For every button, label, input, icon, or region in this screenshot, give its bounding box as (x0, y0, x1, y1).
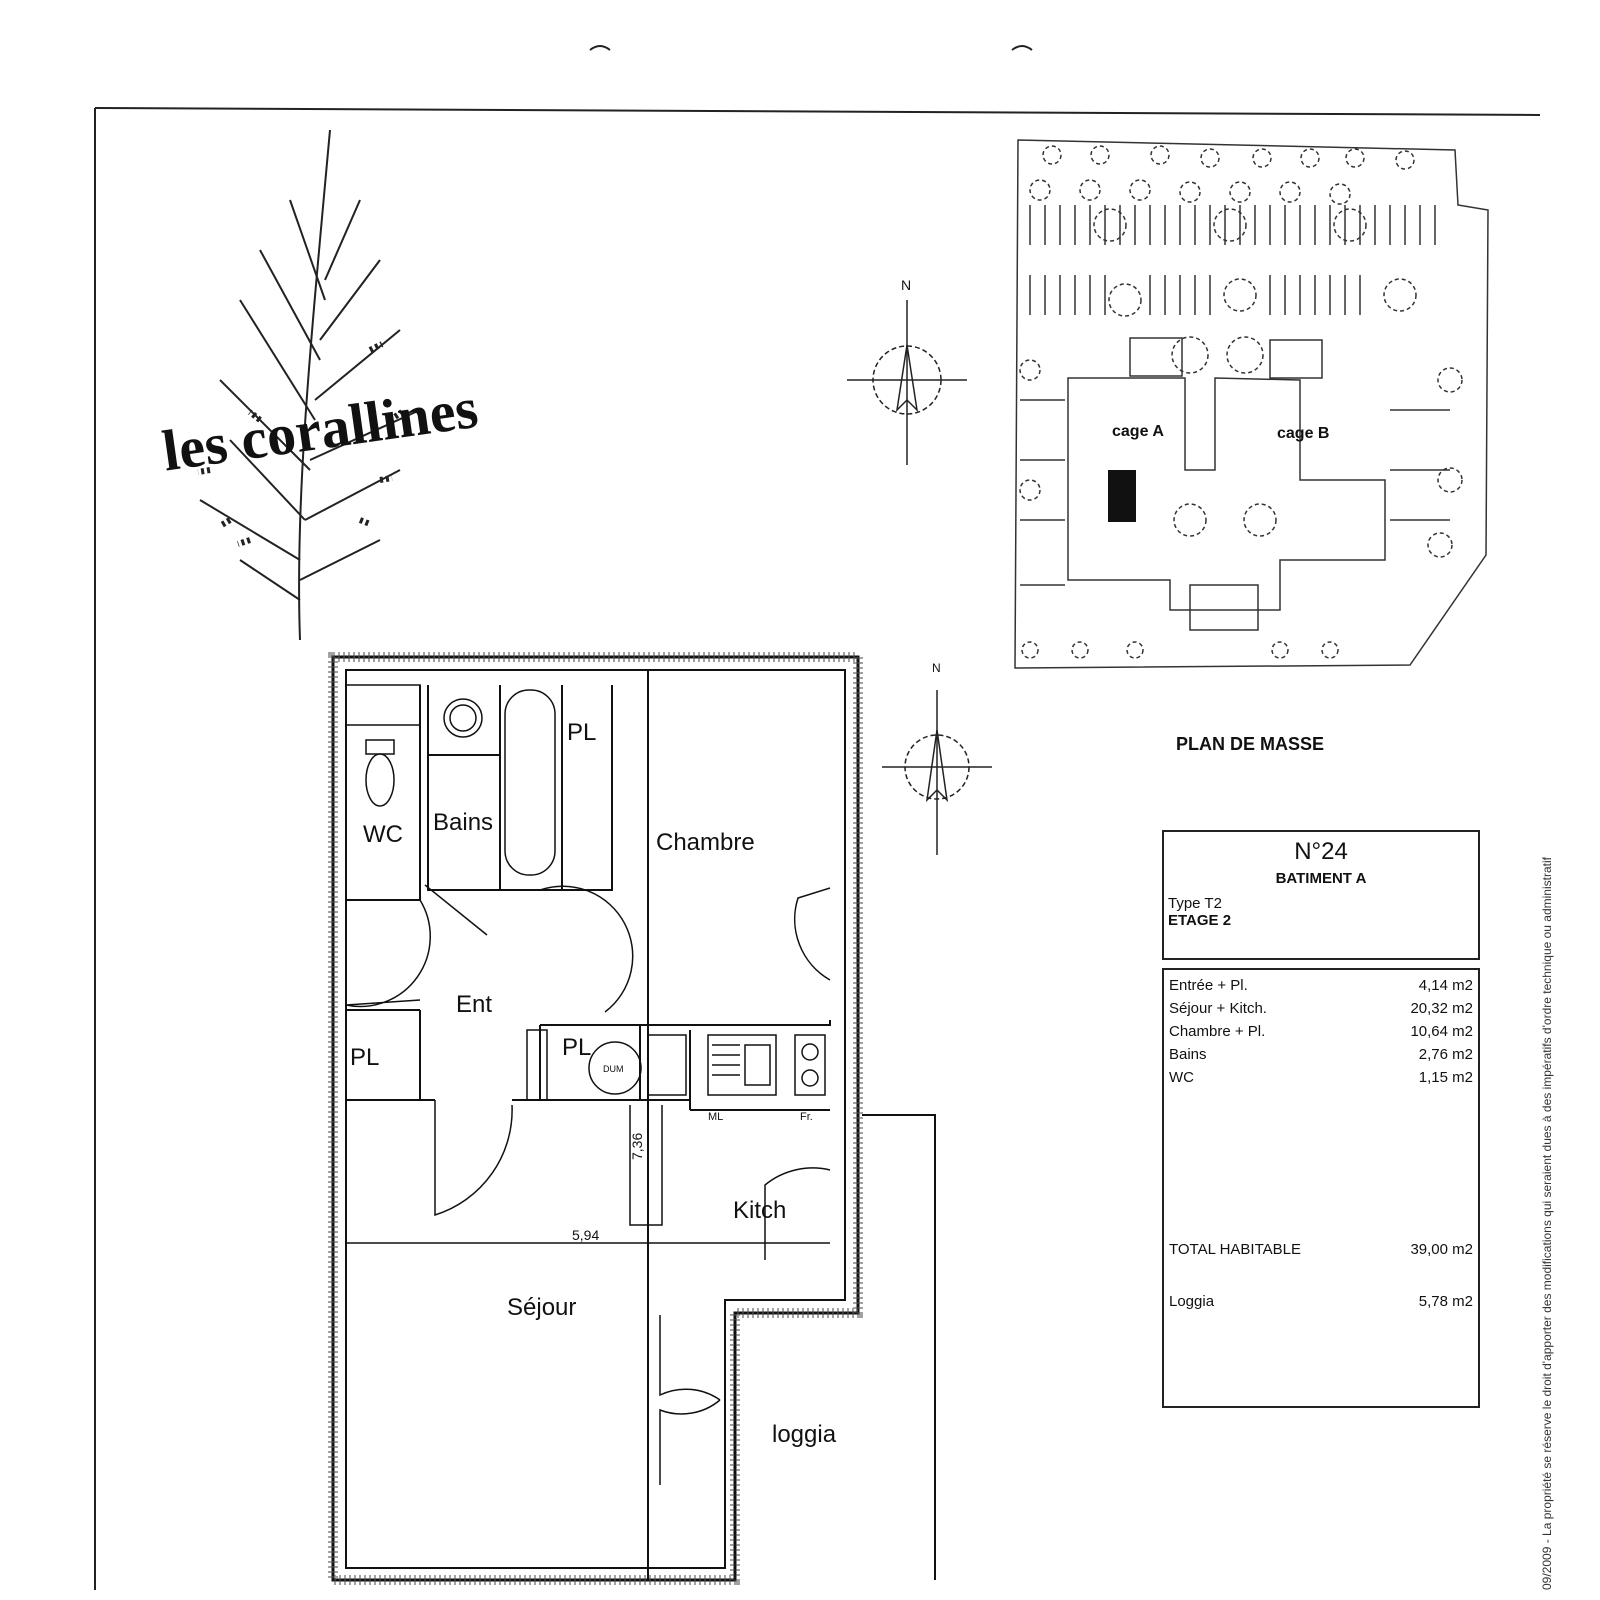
loggia-value: 5,78 m2 (1418, 1293, 1473, 1310)
area-label: Séjour + Kitch. (1169, 1000, 1267, 1017)
dimension-height: 7,36 (629, 1133, 645, 1160)
punch-marks (589, 45, 1033, 51)
room-label-dum: DUM (603, 1064, 624, 1074)
cage-b-label: cage B (1277, 425, 1329, 442)
bathroom-fixtures (365, 689, 826, 1101)
area-row: Entrée + Pl. 4,14 m2 (1164, 974, 1478, 997)
area-value: 1,15 m2 (1418, 1069, 1473, 1086)
apartment-type: Type T2 (1168, 895, 1222, 912)
area-value: 10,64 m2 (1410, 1023, 1473, 1040)
bathtub-icon (504, 689, 556, 876)
apartment-number: N°24 (1294, 838, 1348, 865)
kitchen-sink-icon (707, 1034, 777, 1096)
north-compass-icon (882, 690, 992, 855)
area-row: Bains 2,76 m2 (1164, 1043, 1478, 1066)
room-label-kitch: Kitch (733, 1197, 786, 1224)
room-label-sejour: Séjour (507, 1294, 576, 1321)
apartment-floor: ETAGE 2 (1168, 912, 1232, 929)
compass-north-label: N (901, 277, 911, 293)
site-plan (1014, 139, 1489, 669)
area-value: 4,14 m2 (1418, 977, 1473, 994)
logo-tree-icon (197, 129, 421, 641)
room-label-pl-kitchen: PL (562, 1034, 591, 1061)
total-label: TOTAL HABITABLE (1169, 1241, 1301, 1258)
room-label-chambre: Chambre (656, 829, 755, 856)
room-label-ent: Ent (456, 991, 492, 1018)
total-value: 39,00 m2 (1410, 1241, 1473, 1258)
area-label: WC (1169, 1069, 1194, 1086)
sink-icon (443, 698, 483, 738)
area-row: WC 1,15 m2 (1164, 1066, 1478, 1089)
apartment-walls (328, 652, 936, 1585)
logo-text: les corallines (158, 375, 481, 484)
room-label-wc: WC (363, 821, 403, 848)
site-plan-title: PLAN DE MASSE (1176, 734, 1324, 754)
toilet-icon (365, 753, 395, 807)
room-label-fr: Fr. (800, 1111, 813, 1123)
room-label-pl-entry: PL (350, 1044, 379, 1071)
disclaimer-text: 09/2009 - La propriété se réserve le dro… (1540, 857, 1554, 1590)
area-value: 20,32 m2 (1410, 1000, 1473, 1017)
dimension-width: 5,94 (572, 1227, 599, 1243)
apartment-info-header: N°24 BATIMENT A Type T2 ETAGE 2 (1162, 830, 1480, 960)
hob-icon (794, 1034, 826, 1096)
room-label-ml: ML (708, 1111, 723, 1123)
area-value: 2,76 m2 (1418, 1046, 1473, 1063)
room-label-pl-bath: PL (567, 719, 596, 746)
loggia-row: Loggia 5,78 m2 (1164, 1290, 1478, 1313)
compass-north-label: N (932, 661, 941, 675)
room-label-bains: Bains (433, 809, 493, 836)
area-row: Chambre + Pl. 10,64 m2 (1164, 1020, 1478, 1043)
room-label-loggia: loggia (772, 1421, 837, 1448)
water-heater-icon (588, 1041, 642, 1095)
total-row: TOTAL HABITABLE 39,00 m2 (1164, 1238, 1478, 1261)
area-label: Entrée + Pl. (1169, 977, 1248, 994)
building-label: BATIMENT A (1275, 870, 1367, 887)
loggia-label: Loggia (1169, 1293, 1215, 1310)
area-table: Entrée + Pl. 4,14 m2 Séjour + Kitch. 20,32… (1162, 968, 1480, 1408)
north-compass-icon (847, 300, 967, 465)
frame-top-line (94, 107, 1541, 116)
cage-a-label: cage A (1112, 423, 1164, 440)
apartment-location-marker (1108, 470, 1136, 522)
area-label: Chambre + Pl. (1169, 1023, 1266, 1040)
area-label: Bains (1169, 1046, 1207, 1063)
area-row: Séjour + Kitch. 20,32 m2 (1164, 997, 1478, 1020)
